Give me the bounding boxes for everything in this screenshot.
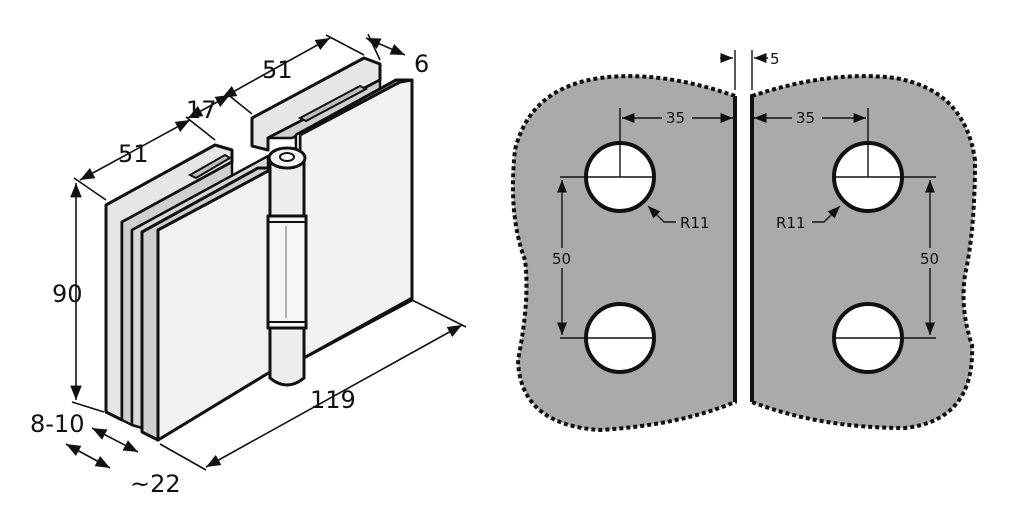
dim-gap-5: 5 <box>770 50 780 68</box>
dim-radius-right: R11 <box>776 214 806 232</box>
dim-thickness: 6 <box>414 50 429 78</box>
label-bg-50-right <box>918 248 942 268</box>
dim-width-right: 51 <box>262 56 293 84</box>
dim-offset-right: 35 <box>796 109 815 127</box>
dim-spacing-left: 50 <box>552 250 571 268</box>
dim-height: 90 <box>52 280 83 308</box>
hinge-isometric-view: 51 17 51 6 90 119 8-10 ~22 <box>30 33 467 498</box>
dim-width-left: 51 <box>118 140 149 168</box>
right-glass-panel <box>750 74 978 431</box>
dim-depth: ~22 <box>130 470 181 498</box>
dim-radius-left: R11 <box>680 214 710 232</box>
left-glass-panel <box>510 74 737 433</box>
dim-offset-left: 35 <box>666 109 685 127</box>
label-bg-50-left <box>550 248 574 268</box>
label-bg-35-left <box>662 108 692 126</box>
dim-glass-thickness: 8-10 <box>30 410 84 438</box>
dim-spacing-right: 50 <box>920 250 939 268</box>
right-back-clamp <box>250 56 382 152</box>
hinge-barrel <box>266 146 308 387</box>
label-bg-35-right <box>792 108 822 126</box>
left-dimension-lines <box>65 33 467 471</box>
glass-template-view: 5 35 35 R11 R11 50 50 <box>510 50 978 433</box>
dim-gap: 17 <box>186 96 217 124</box>
dim-length: 119 <box>310 386 356 414</box>
